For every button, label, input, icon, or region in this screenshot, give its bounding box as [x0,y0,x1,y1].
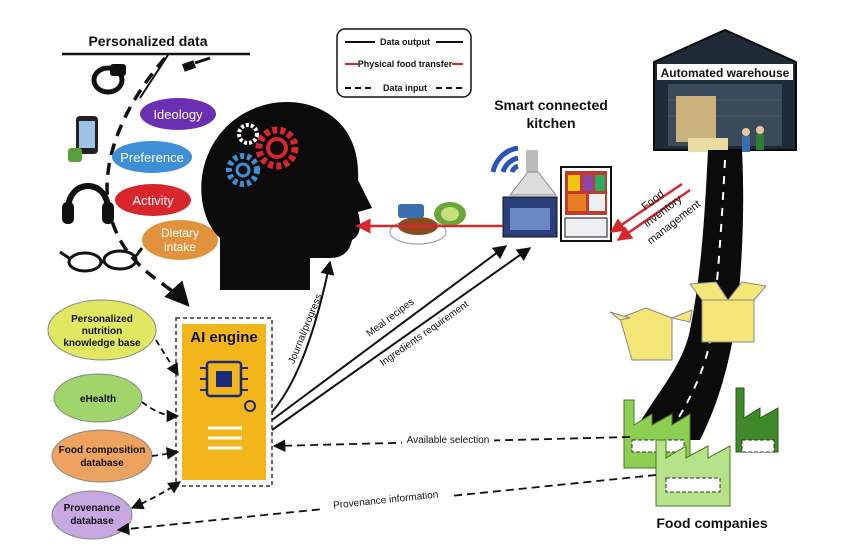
source-ehealth: eHealth [53,373,143,423]
bubble-ideology-label: Ideology [153,107,203,122]
transfer-arrow-warehouse-to-kitchen-2 [616,188,691,242]
transfer-arrow-warehouse-to-kitchen [609,182,683,234]
food-plate-icon [389,202,466,245]
ai-engine: AI engine [175,317,273,487]
personal-data-flow-arc [105,56,190,307]
input-arrow-provenance [130,481,182,510]
source-prov-line2: database [70,516,114,527]
plug-icon [181,56,211,72]
fridge-icon [560,166,612,242]
bubble-dietary-intake: Dietary intake [142,220,218,260]
source-knowledge-base: Personalized nutrition knowledge base [47,299,157,361]
output-arrow-journal [271,260,335,413]
input-arrow-ehealth [141,401,180,423]
bubble-activity-label: Activity [132,193,174,208]
source-food-composition: Food composition database [51,429,153,483]
ai-engine-title: AI engine [190,329,258,346]
automated-warehouse: Automated warehouse [653,28,797,152]
bubble-dietary-label-1: Dietary [161,226,199,240]
source-ehealth-label: eHealth [80,394,116,405]
legend-data-input: Data input [383,83,427,93]
personalized-data-section: Personalized data [59,33,250,307]
food-companies-title: Food companies [656,515,767,531]
warehouse-title: Automated warehouse [661,66,790,80]
smart-kitchen: Smart connected kitchen [490,97,612,242]
box-icon-2 [689,281,767,343]
source-fc-line1: Food composition [59,445,146,456]
headphones-icon [62,183,114,224]
box-icon [609,307,693,361]
source-fc-line2: database [80,458,124,469]
source-kb-line1: Personalized [71,314,133,325]
factory-icon [623,387,779,507]
oven-icon [502,196,558,238]
source-kb-line3: knowledge base [63,338,141,349]
legend-data-output: Data output [380,37,430,47]
wifi-icon [490,145,520,174]
source-prov-line1: Provenance [64,503,121,514]
bubble-preference-label: Preference [120,150,184,165]
bubble-dietary-label-2: intake [164,240,196,254]
bubble-activity: Activity [115,184,191,216]
input-arrow-fc [151,447,180,460]
chip-icon [200,360,256,412]
kitchen-title-2: kitchen [526,115,575,131]
head-brain-icon [201,101,372,290]
journal-label: Journal/progress [287,292,325,365]
inventory-label: Food inventory management [640,188,704,247]
bubble-ideology: Ideology [140,98,216,130]
input-arrow-kb [155,339,179,377]
cable-line [139,54,169,99]
output-arrow-recipes [271,245,508,421]
source-kb-line2: nutrition [82,326,123,337]
available-selection-label: Available selection [407,435,490,446]
smartwatch-icon [91,64,126,95]
kitchen-title-1: Smart connected [494,97,608,113]
range-hood-icon [508,150,558,196]
personalized-data-title: Personalized data [88,33,207,49]
gear-icon [226,123,299,187]
output-arrow-ingredients [271,247,532,431]
input-arrow-available-selection [272,436,631,453]
legend-physical-transfer: Physical food transfer [358,59,453,69]
source-provenance: Provenance database [51,490,133,540]
glasses-icon [59,247,144,273]
legend-box: Data output Physical food transfer Data … [336,28,472,98]
phone-icon [68,116,98,162]
bubble-preference: Preference [112,141,192,173]
